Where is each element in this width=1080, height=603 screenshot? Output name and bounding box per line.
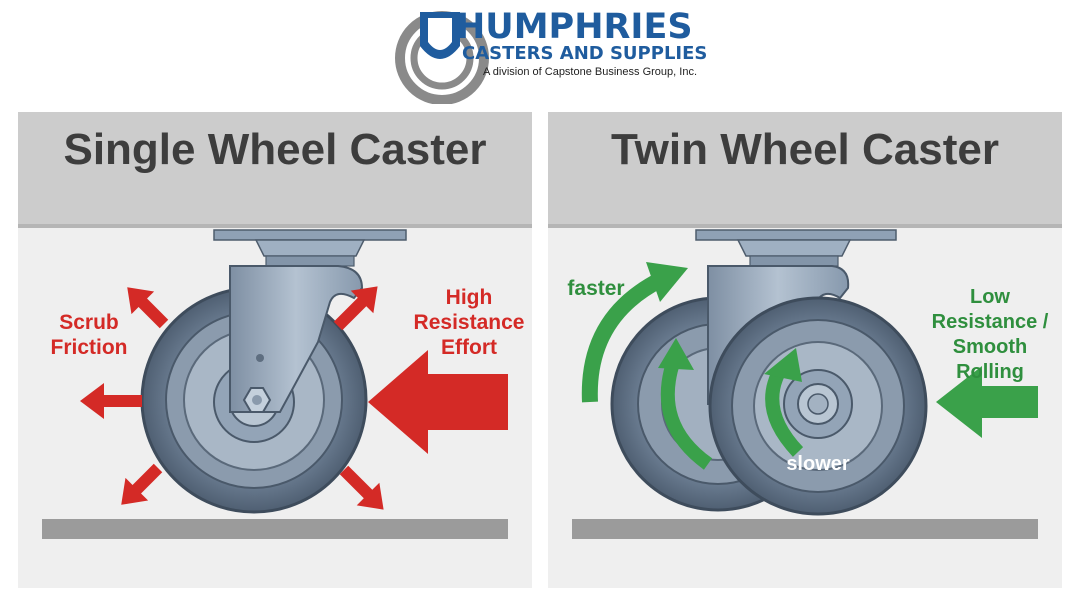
front-wheel-rotation-arrow [765, 371, 804, 457]
front-arrow-head [764, 348, 802, 382]
back-wheel-rotation-arrow [660, 357, 713, 470]
single-caster-illustration [42, 229, 508, 539]
panel-header [548, 112, 1062, 228]
panel-title: Single Wheel Caster [63, 125, 487, 174]
faster-arrow [581, 272, 664, 403]
label-scrub-friction: Scrub Friction [50, 311, 128, 359]
big-resistance-arrow [368, 350, 508, 454]
label-faster: faster [567, 277, 625, 300]
twin-wheel-panel: Twin Wheel Caster [548, 112, 1062, 588]
arrow-up-right [333, 286, 378, 331]
arrow-down-right [339, 465, 384, 510]
floor [42, 519, 508, 539]
panel-header [18, 112, 532, 228]
brand-tagline: A division of Capstone Business Group, I… [483, 66, 698, 78]
panel-title: Twin Wheel Caster [611, 125, 999, 174]
single-wheel-panel: Single Wheel Caster [18, 112, 532, 588]
front-wheel [708, 296, 928, 516]
brand-name: HUMPHRIES [456, 7, 693, 47]
arrow-down-left [121, 463, 163, 505]
arrow-left [80, 383, 142, 419]
label-low-resistance: Low Resistance / Smooth Rolling [931, 286, 1049, 383]
back-arrow-head [658, 338, 694, 370]
mount-plate [213, 229, 407, 241]
low-resistance-arrow [936, 366, 1038, 438]
logo-emblem-icon [395, 11, 489, 104]
fork [229, 265, 364, 413]
label-high-resistance: High Resistance Effort [413, 286, 525, 359]
mount-plate [695, 229, 897, 241]
label-slower: slower [786, 453, 850, 475]
brand-subname: CASTERS AND SUPPLIES [462, 43, 708, 64]
arrow-up-left [127, 287, 169, 329]
faster-arrow-head [646, 262, 688, 302]
floor [572, 519, 1038, 539]
twin-caster-illustration [572, 229, 1038, 539]
